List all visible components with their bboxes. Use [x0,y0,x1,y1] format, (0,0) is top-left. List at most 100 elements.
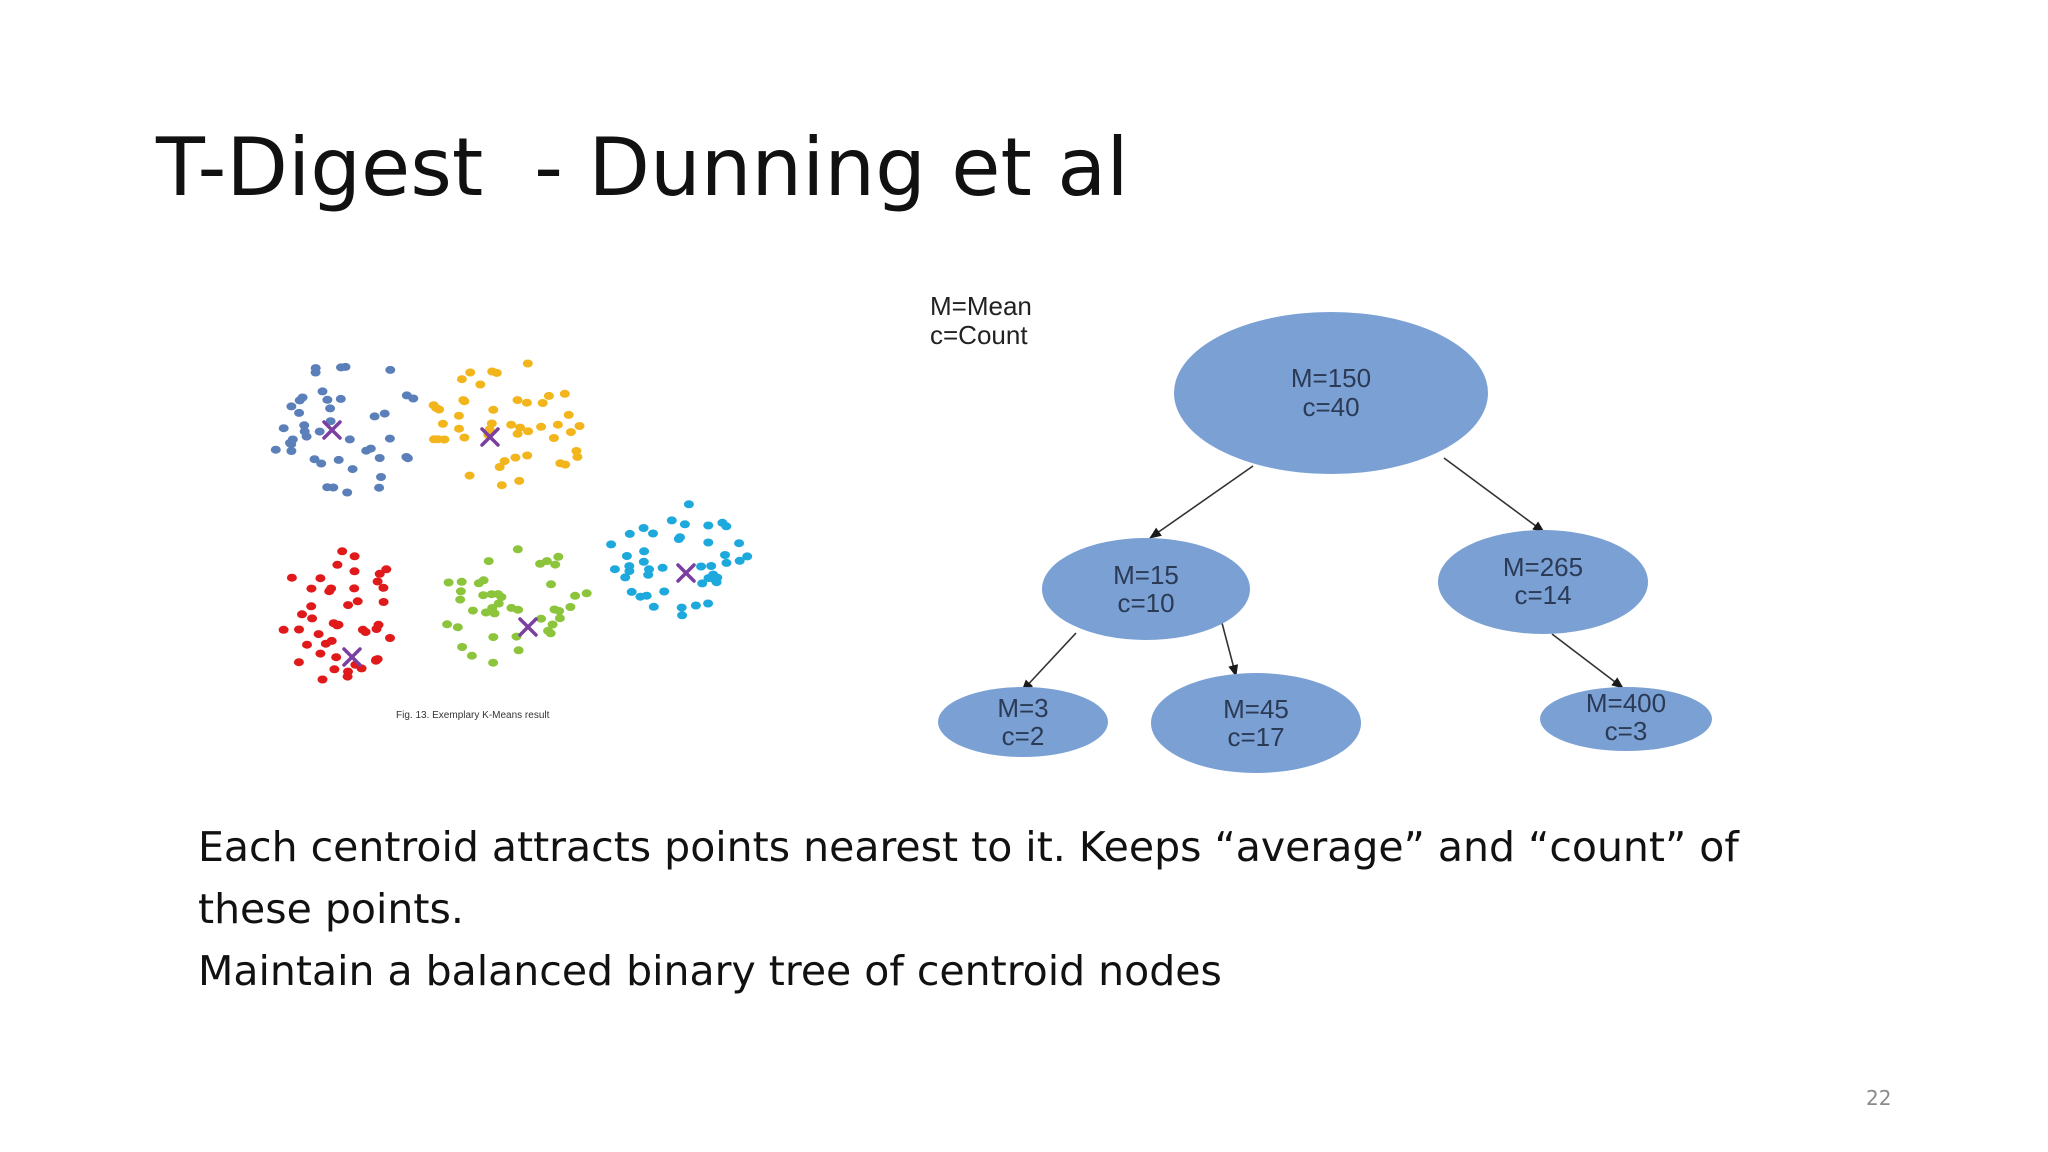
cluster-point [294,625,304,634]
kmeans-figure: Fig. 13. Exemplary K-Means result [270,359,753,721]
cluster-point [286,402,297,411]
cluster-point [675,533,685,542]
cluster-point [677,611,688,620]
cluster-point [488,633,499,642]
cluster-point [512,396,523,405]
cluster-point [547,620,558,629]
node-ellipse [938,687,1108,757]
cluster-point [720,551,730,559]
node-count-label: c=14 [1514,580,1571,610]
cluster-point [325,417,336,426]
cluster-point [466,651,477,660]
tree-node-left-left: M=3 c=2 [938,687,1108,757]
cluster-point [309,455,320,464]
cluster-point [458,396,469,405]
slide-body-text: Each centroid attracts points nearest to… [198,816,1838,1002]
cluster-point [703,538,714,547]
cluster-point [574,422,585,430]
node-ellipse [1438,530,1648,634]
centroid-marker [342,647,362,667]
cluster-point [512,429,523,438]
cluster-point [648,602,659,611]
cluster-point [452,623,463,632]
cluster-point [376,473,386,481]
tree-node-left-right: M=45 c=17 [1151,673,1361,773]
cluster-point [374,454,385,462]
cluster-point [496,481,507,490]
centroid-tree-diagram: M=Mean c=Count M=150 c=40 M=15 c=10 M=26… [930,291,1712,773]
node-count-label: c=40 [1302,392,1359,422]
cluster-point [488,405,499,414]
cluster-point [565,603,576,611]
cluster-point [537,399,548,407]
node-count-label: c=10 [1117,588,1174,618]
cluster-point [322,395,333,404]
cluster-point [401,391,412,400]
cluster-point [385,634,395,642]
edge-right-rightright [1551,633,1624,689]
cluster-point [294,408,305,417]
cluster-point [606,540,617,549]
cluster-point [349,552,360,561]
cluster-point [342,488,353,497]
edge-left-leftright [1221,622,1239,677]
node-ellipse [1042,538,1250,640]
cluster-point [316,459,327,468]
kmeans-centroids [322,420,696,667]
cluster-point [659,587,670,596]
cluster-point [429,435,439,444]
cluster-point [553,552,564,561]
cluster-point [297,610,307,619]
cluster-point [624,567,635,576]
cluster-point [550,560,561,569]
kmeans-points [270,359,753,684]
cluster-point [643,570,654,579]
cluster-point [286,447,297,455]
cluster-point [581,589,592,598]
cluster-point [638,557,649,566]
cluster-point [373,620,384,629]
cluster-point [626,587,637,596]
cluster-point [332,560,343,569]
cluster-point [384,434,395,443]
cluster-point [546,580,556,589]
cluster-point [335,394,346,403]
cluster-point [697,579,708,588]
cluster-point [513,605,524,614]
cluster-point [638,524,649,532]
cluster-point [488,658,499,667]
cluster-point [478,576,489,585]
cluster-point [456,577,467,586]
cluster-point [310,364,321,373]
figure-caption: Fig. 13. Exemplary K-Means result [396,710,550,721]
cluster-point [721,522,732,531]
cluster-point [374,569,385,578]
cluster-point [286,573,297,582]
cluster-point [336,363,346,372]
cluster-point [333,455,344,464]
cluster-point [302,640,312,649]
cluster-point [464,471,475,480]
tree-edges [1021,457,1624,692]
cluster-point [352,597,363,606]
cluster-point [742,552,753,561]
cluster-point [378,598,389,606]
cluster-point [315,649,326,658]
cluster-point [666,516,677,525]
cluster-point [514,476,525,485]
cluster-point [570,591,581,600]
cluster-point [467,606,478,615]
cluster-point [521,398,532,407]
node-count-label: c=3 [1605,716,1648,746]
node-mean-label: M=3 [997,693,1048,723]
cluster-point [374,483,385,492]
cluster-point [326,636,337,645]
cluster-point [343,601,354,610]
cluster-point [381,565,392,574]
slide-title: T-Digest - Dunning et al [156,121,1129,214]
cluster-point [347,465,358,474]
cluster-point [465,368,476,377]
cluster-point [455,595,466,604]
cluster-point [343,667,353,676]
cluster-point [703,521,714,530]
